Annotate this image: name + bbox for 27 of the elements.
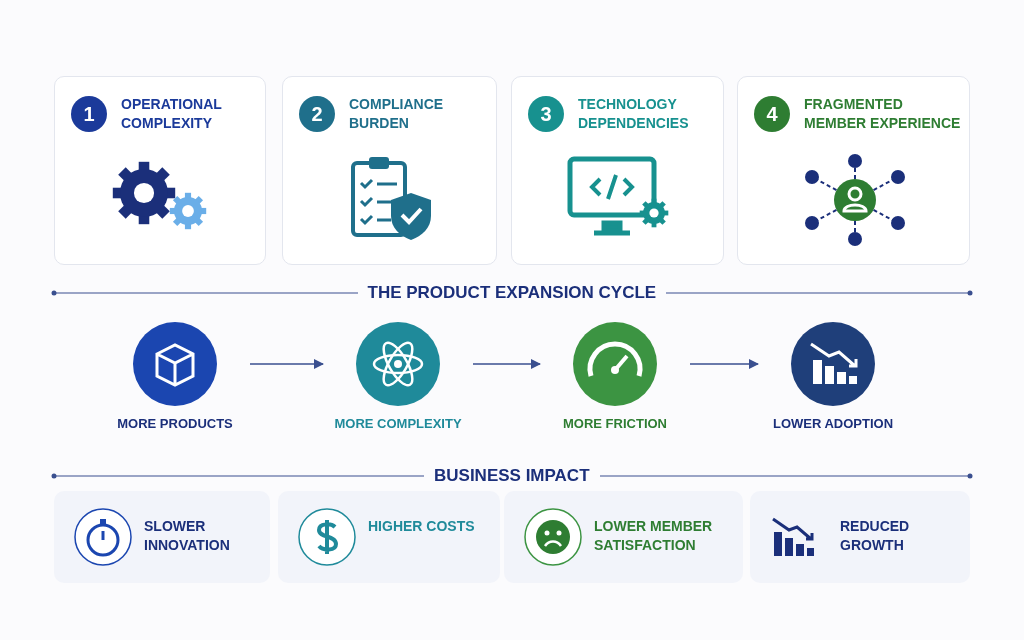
impact-card [278,491,500,583]
number-badge: 1 [71,96,107,132]
impact-title: LOWER MEMBER SATISFACTION [594,517,714,555]
arrow [249,359,324,369]
arrow [472,359,541,369]
issue-card [282,76,497,265]
number-badge: 2 [299,96,335,132]
step-label: MORE PRODUCTS [116,416,234,431]
step-label: LOWER ADOPTION [771,416,895,431]
number-badge: 3 [528,96,564,132]
card-title: COMPLIANCE BURDEN [349,95,445,133]
impact-title: HIGHER COSTS [368,517,476,536]
impact-title: SLOWER INNOVATION [144,517,231,555]
card-title: FRAGMENTED MEMBER EXPERIENCE [804,95,961,133]
issue-card [737,76,970,265]
card-title: OPERATIONAL COMPLEXITY [121,95,223,133]
step-label: MORE COMPLEXITY [333,416,463,431]
impact-card [750,491,970,583]
card-title: TECHNOLOGY DEPENDENCIES [578,95,690,133]
issue-card [54,76,266,265]
impact-card [54,491,270,583]
impact-card [504,491,743,583]
impact-title: REDUCED GROWTH [840,517,911,555]
issue-card [511,76,724,265]
step-label: MORE FRICTION [562,416,668,431]
number-badge: 4 [754,96,790,132]
arrow [689,359,759,369]
